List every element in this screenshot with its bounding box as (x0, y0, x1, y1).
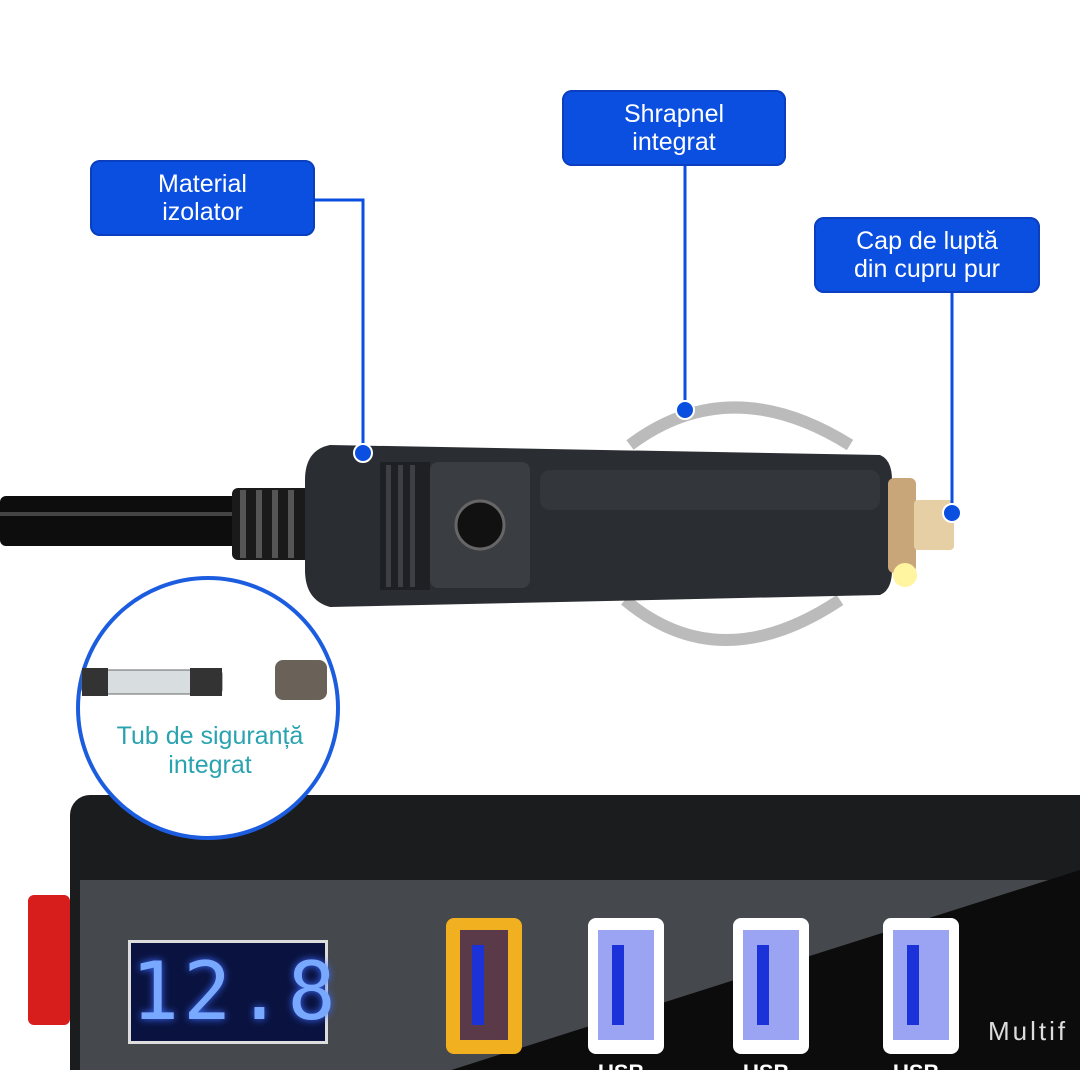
callout-text: integrat (632, 128, 716, 156)
usb-label: USB (893, 1060, 940, 1080)
strain-relief (232, 488, 312, 560)
callout-dot (353, 443, 373, 463)
callout-text: Cap de luptă (856, 227, 998, 255)
led-indicator (454, 499, 506, 551)
callout-shrapnel: Shrapnel integrat (562, 90, 786, 166)
fuse-caption-line: integrat (168, 751, 252, 779)
fuse-caption: Tub de siguranță integrat (80, 722, 340, 780)
voltage-display: 12.8 (128, 940, 336, 1044)
callout-insulating-material: Material izolator (90, 160, 315, 236)
callout-dot (675, 400, 695, 420)
usb-label: USB (743, 1060, 790, 1080)
brand-text: Multif (988, 1016, 1069, 1046)
fuse-caption-line: Tub de siguranță (116, 722, 304, 750)
callout-text: Material (158, 170, 247, 198)
callout-text: izolator (162, 198, 243, 226)
callout-text: Shrapnel (623, 100, 725, 128)
shrapnel-spring (626, 401, 854, 451)
cable (0, 496, 250, 546)
power-switch (28, 895, 70, 1025)
fuse-inset (76, 576, 340, 840)
callout-dot (942, 503, 962, 523)
usb-label: USB (598, 1060, 645, 1080)
copper-tip (888, 478, 954, 587)
callout-text: din cupru pur (854, 255, 1000, 283)
callout-copper-head: Cap de luptă din cupru pur (814, 217, 1040, 293)
